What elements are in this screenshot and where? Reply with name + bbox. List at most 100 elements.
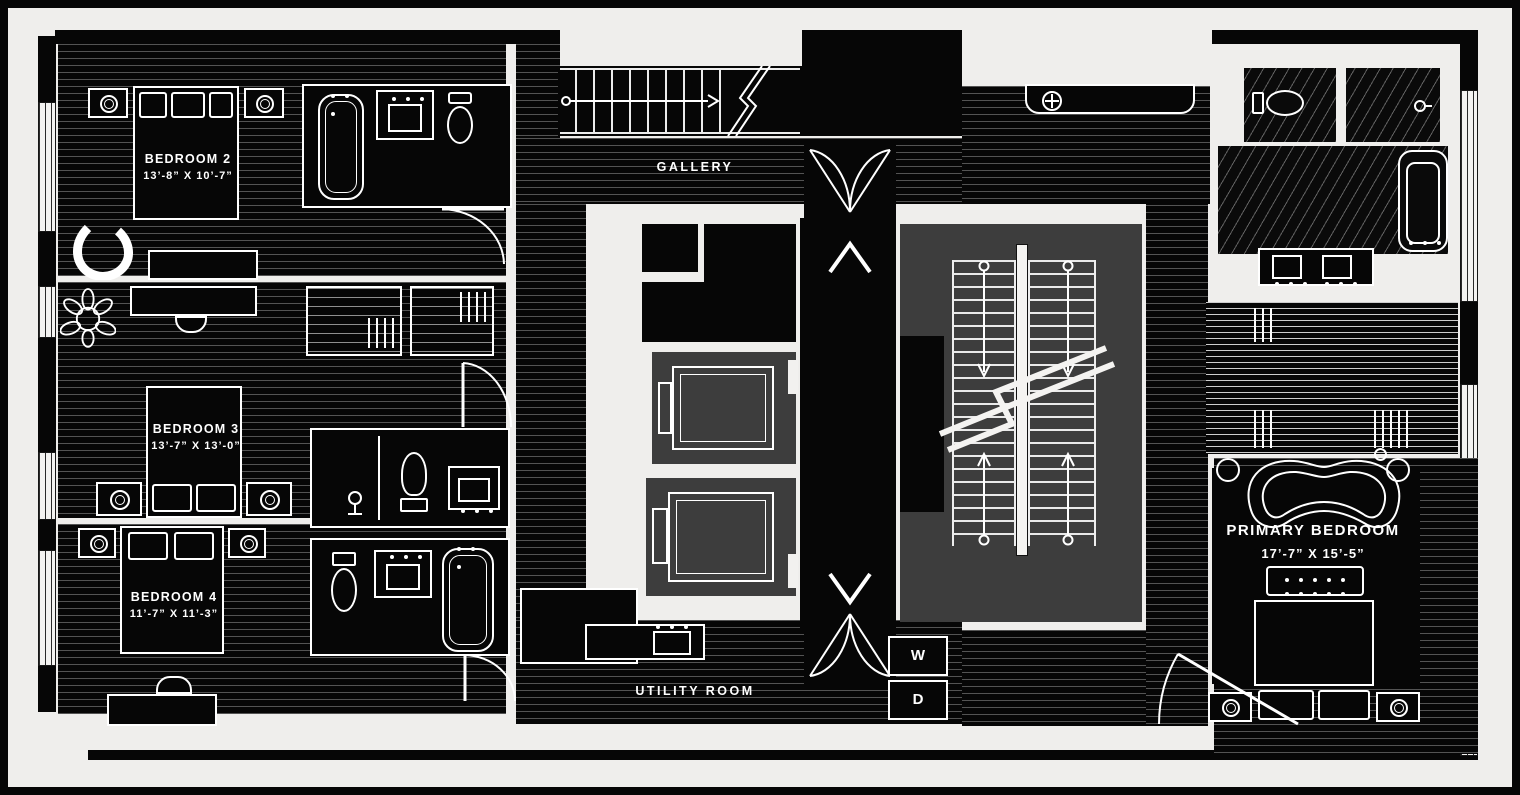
lamp-icon (90, 535, 108, 553)
bedroom4-dims: 11’-7” X 11’-3” (129, 608, 219, 620)
plant-icon (60, 286, 116, 348)
door-arc (438, 206, 508, 266)
pouf (1216, 458, 1240, 482)
window-left-4 (38, 550, 56, 666)
shower-icon (318, 436, 380, 520)
lamp-icon (260, 490, 280, 510)
nightstand (96, 482, 142, 516)
pillow (139, 92, 167, 118)
nightstand (78, 528, 116, 558)
washer-dryer-stack: W D (888, 636, 948, 720)
bench (1266, 566, 1364, 596)
sink-icon (448, 466, 500, 513)
stool-bedroom4 (156, 676, 192, 694)
chevron-up-icon (828, 240, 872, 274)
pillow (1318, 690, 1370, 720)
window-left-3 (38, 452, 56, 520)
wall-bottom (88, 750, 1478, 760)
chevron-down-icon (828, 572, 872, 606)
utility-sink-counter (585, 624, 705, 660)
chair-bedroom2 (72, 220, 136, 280)
bed-bedroom4: BEDROOM 4 11’-7” X 11’-3” (120, 526, 224, 654)
nightstand (1208, 692, 1252, 722)
desk-bedroom4 (107, 694, 217, 726)
bathroom-3 (310, 428, 510, 528)
lamp-icon (110, 490, 130, 510)
lamp-icon (1390, 699, 1408, 717)
window-right-1 (1460, 90, 1478, 302)
toilet-icon (400, 452, 430, 516)
gallery-staircase (558, 66, 802, 136)
core-strip (800, 218, 896, 628)
corridor-bottom-right (962, 630, 1146, 726)
corridor-lobby-left (516, 204, 586, 620)
sink-icon (1322, 255, 1352, 279)
primary-vanity (1258, 248, 1374, 286)
wall-left-2 (38, 232, 56, 286)
core-closet-a (642, 224, 698, 272)
pillow (1258, 690, 1314, 720)
nightstand (88, 88, 128, 118)
curved-sofa (1238, 450, 1410, 538)
core-closet-c (642, 282, 704, 342)
dryer-label: D (912, 691, 924, 708)
wall-left-5 (38, 666, 56, 712)
stair-wall (900, 336, 944, 512)
door-arc (460, 360, 514, 430)
window-left-1 (38, 102, 56, 232)
elevator-2 (646, 478, 798, 596)
dryer-box: D (888, 680, 948, 720)
bathroom-4 (310, 538, 510, 656)
frame-right (1512, 0, 1520, 795)
bedroom4-label: BEDROOM 4 (130, 590, 218, 604)
wall-right-1 (1460, 36, 1478, 90)
primary-closet (1206, 302, 1458, 454)
pillow (196, 484, 236, 512)
hanger-ticks (1254, 410, 1276, 448)
pillow (171, 92, 205, 118)
wall-left-4 (38, 520, 56, 550)
door-arc-primary (1158, 644, 1308, 729)
elevator-1 (652, 352, 798, 464)
bedroom3-dims: 13’-7” X 13’-0” (151, 440, 241, 452)
wall-top-right (1212, 30, 1478, 44)
bathtub-icon (442, 547, 494, 652)
core-closet-b (704, 224, 796, 342)
hanger-ticks (1374, 410, 1414, 448)
lamp-icon (256, 95, 274, 113)
bed-bedroom3: BEDROOM 3 13’-7” X 13’-0” (146, 386, 242, 518)
double-door-arc (806, 146, 894, 216)
stair-core (900, 224, 1142, 622)
washer-label: W (910, 647, 926, 664)
pillow (209, 92, 233, 118)
frame-bottom (0, 787, 1520, 795)
toilet-icon (446, 92, 476, 150)
wall-left-3 (38, 338, 56, 452)
primary-bedroom-label: PRIMARY BEDROOM (1226, 522, 1400, 539)
closet-1 (306, 286, 402, 356)
pillow (128, 532, 168, 560)
bed-bedroom2: BEDROOM 2 13’-8” X 10’-7” (133, 86, 239, 220)
closet-2 (410, 286, 494, 356)
gallery-counter (1025, 84, 1195, 114)
wall-left-1 (38, 36, 56, 102)
desk-bedroom3 (130, 286, 257, 316)
bedroom2-label: BEDROOM 2 (144, 152, 232, 166)
nightstand (244, 88, 284, 118)
bedroom2-dims: 13’-8” X 10’-7” (143, 170, 233, 182)
hanger-ticks (1254, 308, 1276, 342)
bathroom-2 (302, 84, 512, 208)
toilet-icon (330, 552, 360, 616)
nightstand (246, 482, 292, 516)
primary-shower (1346, 68, 1440, 142)
pillow (152, 484, 192, 512)
wall-top-left (55, 30, 560, 44)
wall-block-gallery-right (802, 30, 962, 136)
nightstand (228, 528, 266, 558)
lamp-icon (100, 95, 118, 113)
dresser-bedroom2 (148, 250, 258, 280)
double-door-arc (806, 610, 894, 680)
primary-bedroom-dims: 17’-7” X 15’-5” (1261, 546, 1365, 561)
pillow (174, 532, 214, 560)
